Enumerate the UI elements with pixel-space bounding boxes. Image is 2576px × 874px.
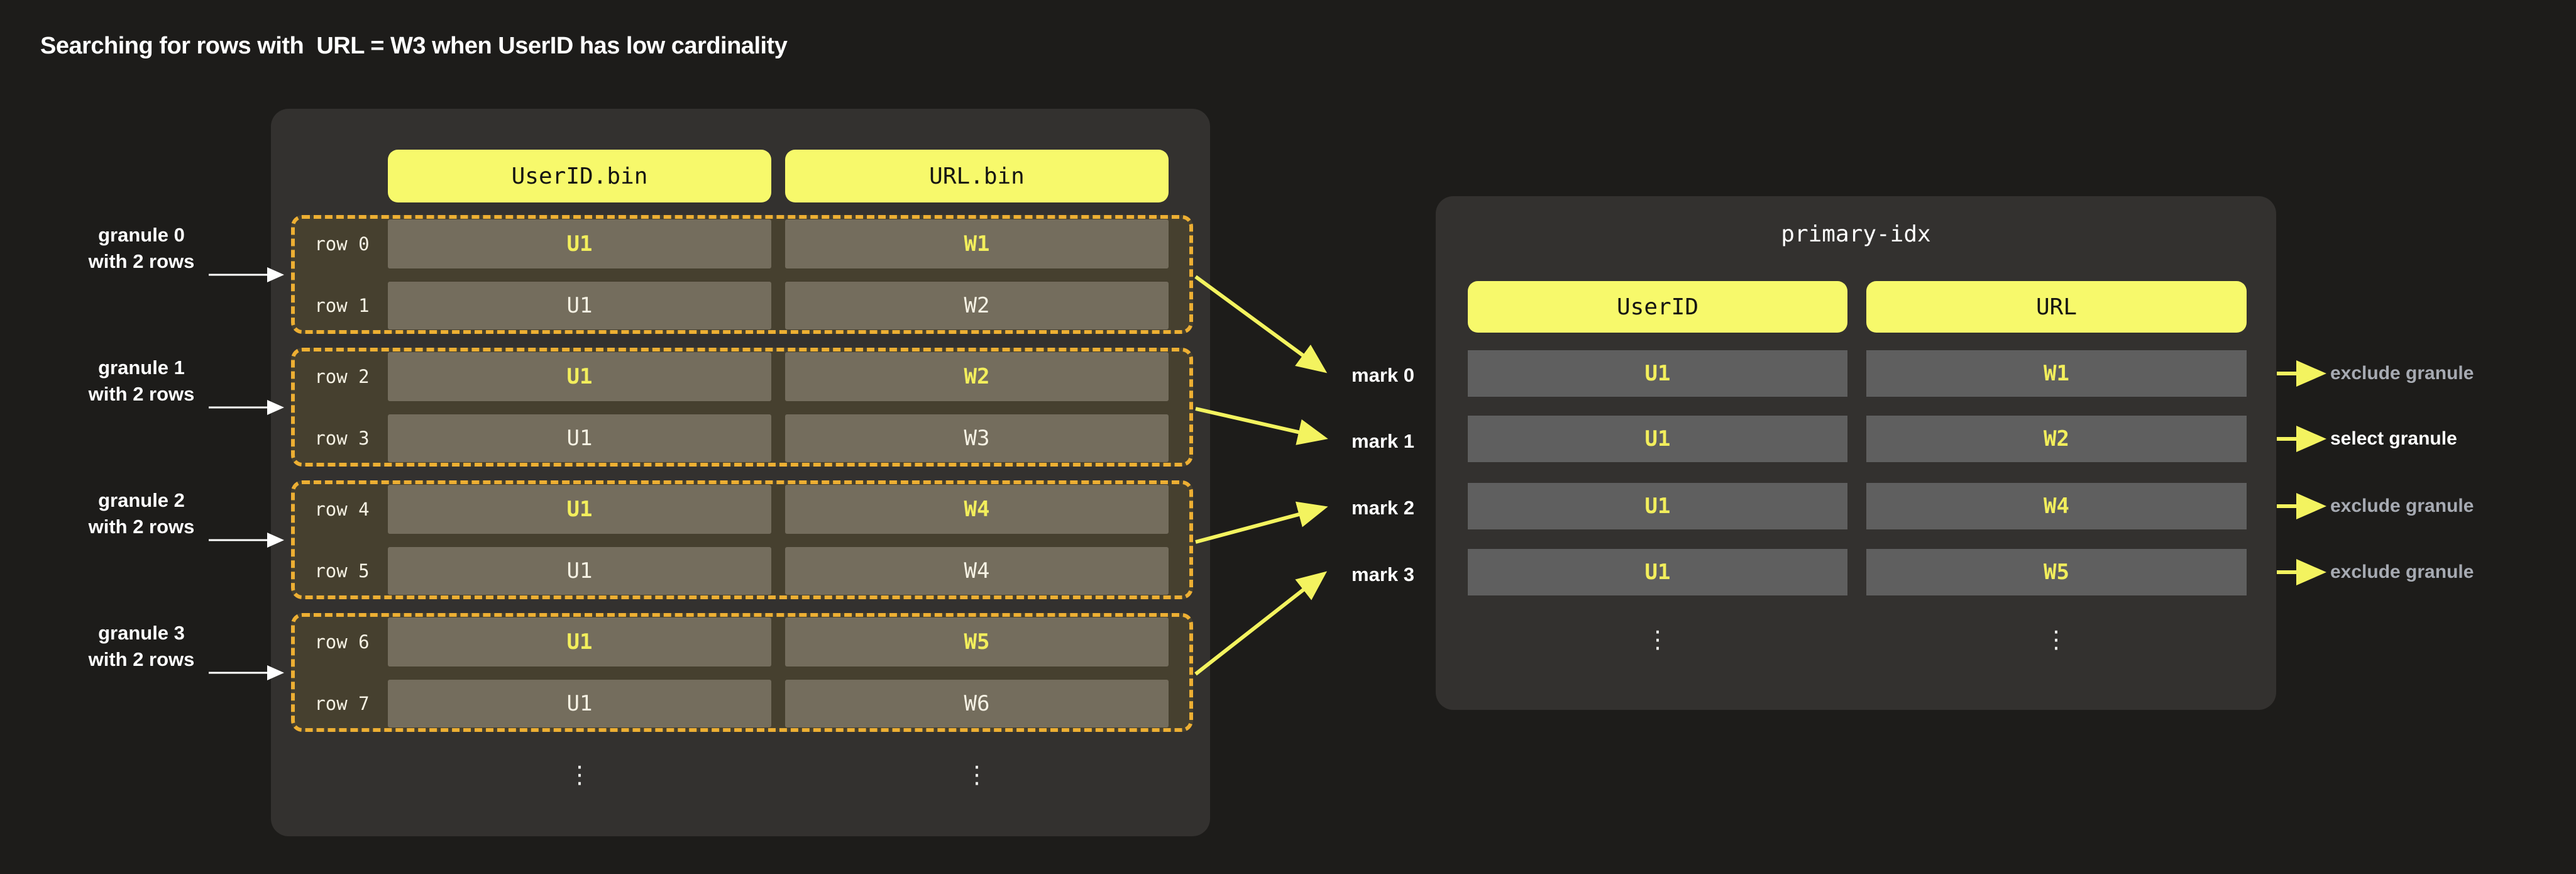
idx-userid-cell: U1 <box>1468 416 1847 462</box>
url-cell: W4 <box>785 547 1169 595</box>
url-cell: W2 <box>785 352 1169 401</box>
row-label: row 1 <box>314 295 370 316</box>
arrow-granule-0-to-mark-0 <box>1194 275 1328 373</box>
column-header-userid-bin: UserID.bin <box>388 150 771 202</box>
url-cell: W2 <box>785 282 1169 329</box>
mark-0-label: mark 0 <box>1351 364 1414 386</box>
idx-userid-cell: U1 <box>1468 350 1847 397</box>
userid-cell: U1 <box>388 485 771 534</box>
row-label: row 3 <box>314 428 370 449</box>
idx-url-cell: W2 <box>1866 416 2247 462</box>
idx-url-ellipsis: ⋮ <box>2044 626 2068 653</box>
column-header-url: URL <box>1866 281 2247 333</box>
granule-box-3: row 6 U1 W5 row 7 U1 W6 <box>291 613 1193 732</box>
idx-url-cell: W1 <box>1866 350 2247 397</box>
url-cell: W4 <box>785 485 1169 534</box>
url-cell: W3 <box>785 414 1169 462</box>
column-header-userid: UserID <box>1468 281 1847 333</box>
userid-cell: U1 <box>388 680 771 727</box>
url-bin-ellipsis: ⋮ <box>965 761 989 788</box>
idx-userid-cell: U1 <box>1468 549 1847 595</box>
page-title: Searching for rows with URL = W3 when Us… <box>40 33 788 59</box>
granule-box-0: row 0 U1 W1 row 1 U1 W2 <box>291 215 1193 334</box>
mark-1-label: mark 1 <box>1351 430 1414 452</box>
idx-userid-ellipsis: ⋮ <box>1646 626 1670 653</box>
bin-files-panel: UserID.bin URL.bin row 0 U1 W1 row 1 U1 … <box>271 109 1210 836</box>
row-label: row 2 <box>314 366 370 387</box>
granule-box-1: row 2 U1 W2 row 3 U1 W3 <box>291 348 1193 467</box>
granule-0-label: granule 0 with 2 rows <box>88 224 195 272</box>
mark-3-label: mark 3 <box>1351 563 1414 585</box>
userid-cell: U1 <box>388 547 771 595</box>
granule-box-2: row 4 U1 W4 row 5 U1 W4 <box>291 480 1193 599</box>
url-cell: W6 <box>785 680 1169 727</box>
action-label-3: exclude granule <box>2330 561 2474 582</box>
userid-cell: U1 <box>388 617 771 667</box>
primary-idx-title: primary-idx <box>1781 221 1931 247</box>
userid-bin-ellipsis: ⋮ <box>568 761 592 788</box>
userid-cell: U1 <box>388 352 771 401</box>
userid-cell: U1 <box>388 282 771 329</box>
arrow-granule-3-to-mark-3 <box>1194 571 1328 676</box>
row-label: row 5 <box>314 560 370 582</box>
url-cell: W1 <box>785 219 1169 268</box>
idx-url-cell: W4 <box>1866 483 2247 529</box>
url-cell: W5 <box>785 617 1169 667</box>
row-label: row 0 <box>314 233 370 255</box>
row-label: row 6 <box>314 631 370 653</box>
granule-1-label: granule 1 with 2 rows <box>88 357 195 405</box>
column-header-url-bin: URL.bin <box>785 150 1169 202</box>
action-label-1: select granule <box>2330 428 2457 449</box>
userid-cell: U1 <box>388 414 771 462</box>
row-label: row 7 <box>314 693 370 714</box>
row-label: row 4 <box>314 499 370 520</box>
action-label-0: exclude granule <box>2330 363 2474 384</box>
idx-userid-cell: U1 <box>1468 483 1847 529</box>
action-label-2: exclude granule <box>2330 495 2474 516</box>
userid-cell: U1 <box>388 219 771 268</box>
granule-3-label: granule 3 with 2 rows <box>88 622 195 670</box>
idx-url-cell: W5 <box>1866 549 2247 595</box>
mark-2-label: mark 2 <box>1351 497 1414 519</box>
primary-idx-panel: primary-idx UserID URL U1 W1 U1 W2 U1 W4… <box>1436 196 2276 710</box>
granule-2-label: granule 2 with 2 rows <box>88 489 195 538</box>
